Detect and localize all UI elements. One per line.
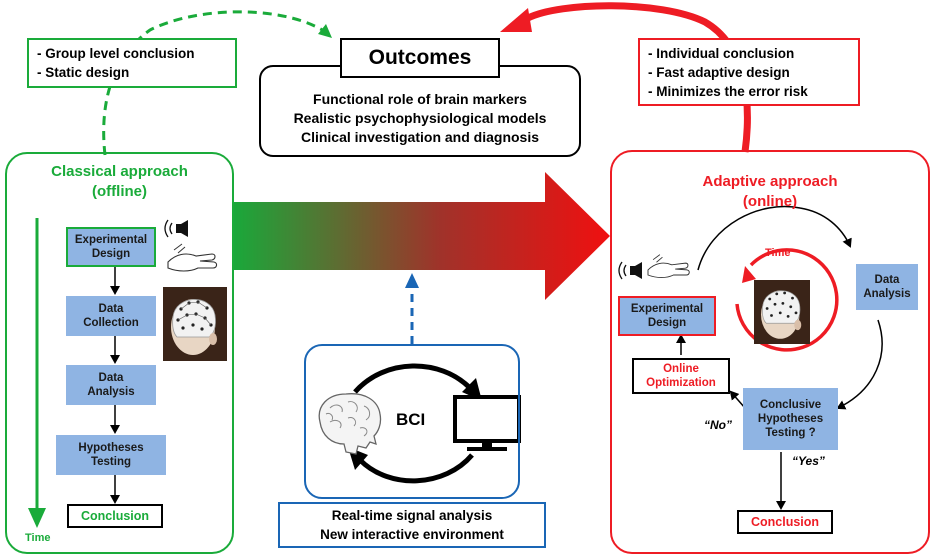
- monitor-icon: [453, 395, 521, 451]
- adaptive-arrow-head: [500, 8, 532, 32]
- outcomes-list: Functional role of brain markers Realist…: [262, 82, 578, 154]
- bci-caption-line: New interactive environment: [320, 527, 504, 542]
- adaptive-note: - Individual conclusion - Fast adaptive …: [638, 38, 860, 106]
- step-label: Data: [874, 274, 900, 286]
- bci-loop-arrow-top: [353, 363, 472, 394]
- classical-note-line: - Group level conclusion: [37, 46, 195, 61]
- classical-title: Classical approach (offline): [5, 160, 234, 204]
- bci-panel: [304, 344, 520, 499]
- hand-icon: [167, 243, 218, 272]
- classical-note-line: - Static design: [37, 65, 130, 80]
- step-label: Online: [663, 363, 699, 375]
- speaker-icon: [618, 261, 642, 280]
- step-label: Design: [91, 248, 131, 260]
- adaptive-note-line: - Fast adaptive design: [648, 65, 790, 80]
- classical-time-arrow-head: [28, 508, 46, 528]
- eeg-cap-photo: [163, 287, 227, 361]
- outcome-item: Functional role of brain markers: [313, 90, 527, 107]
- online-optimization: Online Optimization: [632, 358, 730, 394]
- outcomes-title: Outcomes: [340, 38, 500, 78]
- adaptive-note-line: - Individual conclusion: [648, 46, 795, 61]
- adaptive-time-arrow-head: [742, 266, 756, 283]
- loop-arrow-design-to-analysis: [697, 205, 852, 271]
- eeg-cap-photo: [754, 280, 810, 344]
- classical-conclusion: Conclusion: [67, 504, 163, 528]
- adaptive-note-line: - Minimizes the error risk: [648, 84, 808, 99]
- hand-icon: [647, 254, 690, 279]
- adaptive-title-line: Adaptive approach: [702, 173, 838, 190]
- step-label: Design: [647, 317, 687, 329]
- step-label: Hypotheses: [78, 442, 144, 454]
- bci-arrow-head: [405, 273, 419, 288]
- step-label: Experimental: [630, 303, 704, 315]
- speaker-icon: [164, 219, 188, 238]
- adaptive-title-line: (online): [742, 193, 798, 210]
- classical-time-label: Time: [25, 532, 51, 544]
- outcomes-box: [259, 65, 581, 157]
- outcome-item: Clinical investigation and diagnosis: [300, 128, 540, 145]
- step-label: Analysis: [87, 386, 135, 398]
- classical-arrow-head: [318, 24, 332, 38]
- adaptive-title: Adaptive approach (online): [610, 170, 930, 214]
- loop-arrow-testing-to-optimization: [729, 390, 746, 409]
- classical-note: - Group level conclusion - Static design: [27, 38, 237, 88]
- step-label: Collection: [83, 317, 139, 329]
- classical-title-line: Classical approach: [51, 163, 188, 180]
- no-label: “No”: [704, 418, 732, 432]
- outcome-item: Realistic psychophysiological models: [293, 109, 547, 126]
- bci-caption: Real-time signal analysis New interactiv…: [278, 502, 546, 548]
- yes-label: “Yes”: [792, 454, 825, 468]
- bci-label: BCI: [396, 410, 426, 429]
- brain-icon: [318, 393, 382, 455]
- step-label: Data: [98, 303, 124, 315]
- step-label: Experimental: [74, 234, 148, 246]
- step-label: Data: [98, 372, 124, 384]
- classical-to-outcomes-arrow: [102, 10, 331, 156]
- step-label: Analysis: [863, 288, 911, 300]
- bci-caption-line: Real-time signal analysis: [331, 508, 493, 523]
- flow-arrow: [234, 172, 610, 300]
- bci-loop-arrow-bottom: [358, 453, 474, 484]
- loop-arrow-analysis-to-testing: [836, 319, 883, 410]
- step-label: Optimization: [646, 377, 716, 389]
- classical-title-line: (offline): [92, 183, 147, 200]
- step-label: Conclusive: [759, 399, 822, 411]
- adaptive-panel: [610, 150, 930, 554]
- classical-panel: [5, 152, 234, 554]
- step-label: Testing: [90, 456, 132, 468]
- step-label: Hypotheses: [757, 413, 824, 425]
- adaptive-time-label: Time: [765, 247, 791, 259]
- step-label: Testing ?: [765, 427, 816, 439]
- adaptive-conclusion: Conclusion: [737, 510, 833, 534]
